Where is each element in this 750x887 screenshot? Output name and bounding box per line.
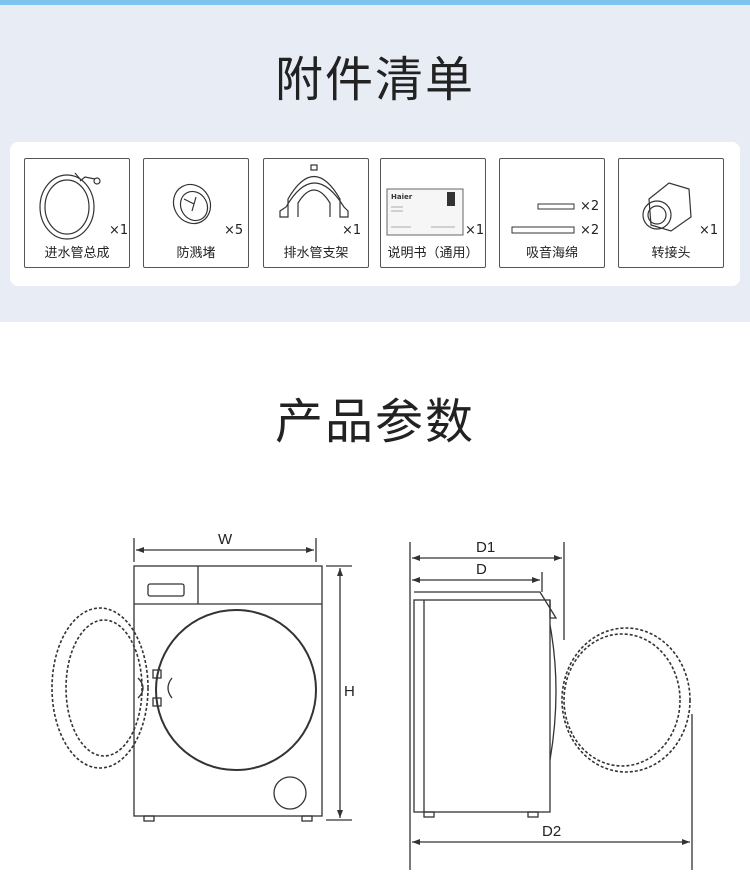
label-d2: D2: [542, 823, 561, 840]
label-w: W: [218, 531, 233, 548]
washer-front: [133, 565, 323, 817]
label-d1: D1: [476, 539, 495, 556]
item-drain-bracket: ×1 排水管支架: [263, 158, 369, 268]
adapter-icon: [642, 182, 692, 232]
hose-icon: [39, 172, 101, 240]
washer-side: [413, 599, 551, 813]
door: [155, 609, 317, 771]
bracket-icon: [279, 164, 349, 218]
item-foam: ×2 ×2 吸音海绵: [499, 158, 605, 268]
accessories-title: 附件清单: [274, 52, 475, 108]
top-strip: [0, 0, 750, 5]
foam-icon: [511, 203, 575, 234]
haier-logo: Haier: [391, 193, 413, 201]
item-splash-plug: ×5 防溅堵: [143, 158, 249, 268]
label-d: D: [476, 561, 487, 578]
item-inlet-hose: ×1 进水管总成: [24, 158, 130, 268]
label-h: H: [344, 683, 355, 700]
item-manual: Haier ×1 说明书（通用）: [380, 158, 486, 268]
plug-icon: [172, 183, 212, 225]
manual-icon: Haier: [386, 188, 464, 236]
params-title: 产品参数: [274, 394, 475, 450]
dimension-diagram: W H D1 D D2: [51, 531, 693, 870]
item-adapter: ×1 转接头: [618, 158, 724, 268]
